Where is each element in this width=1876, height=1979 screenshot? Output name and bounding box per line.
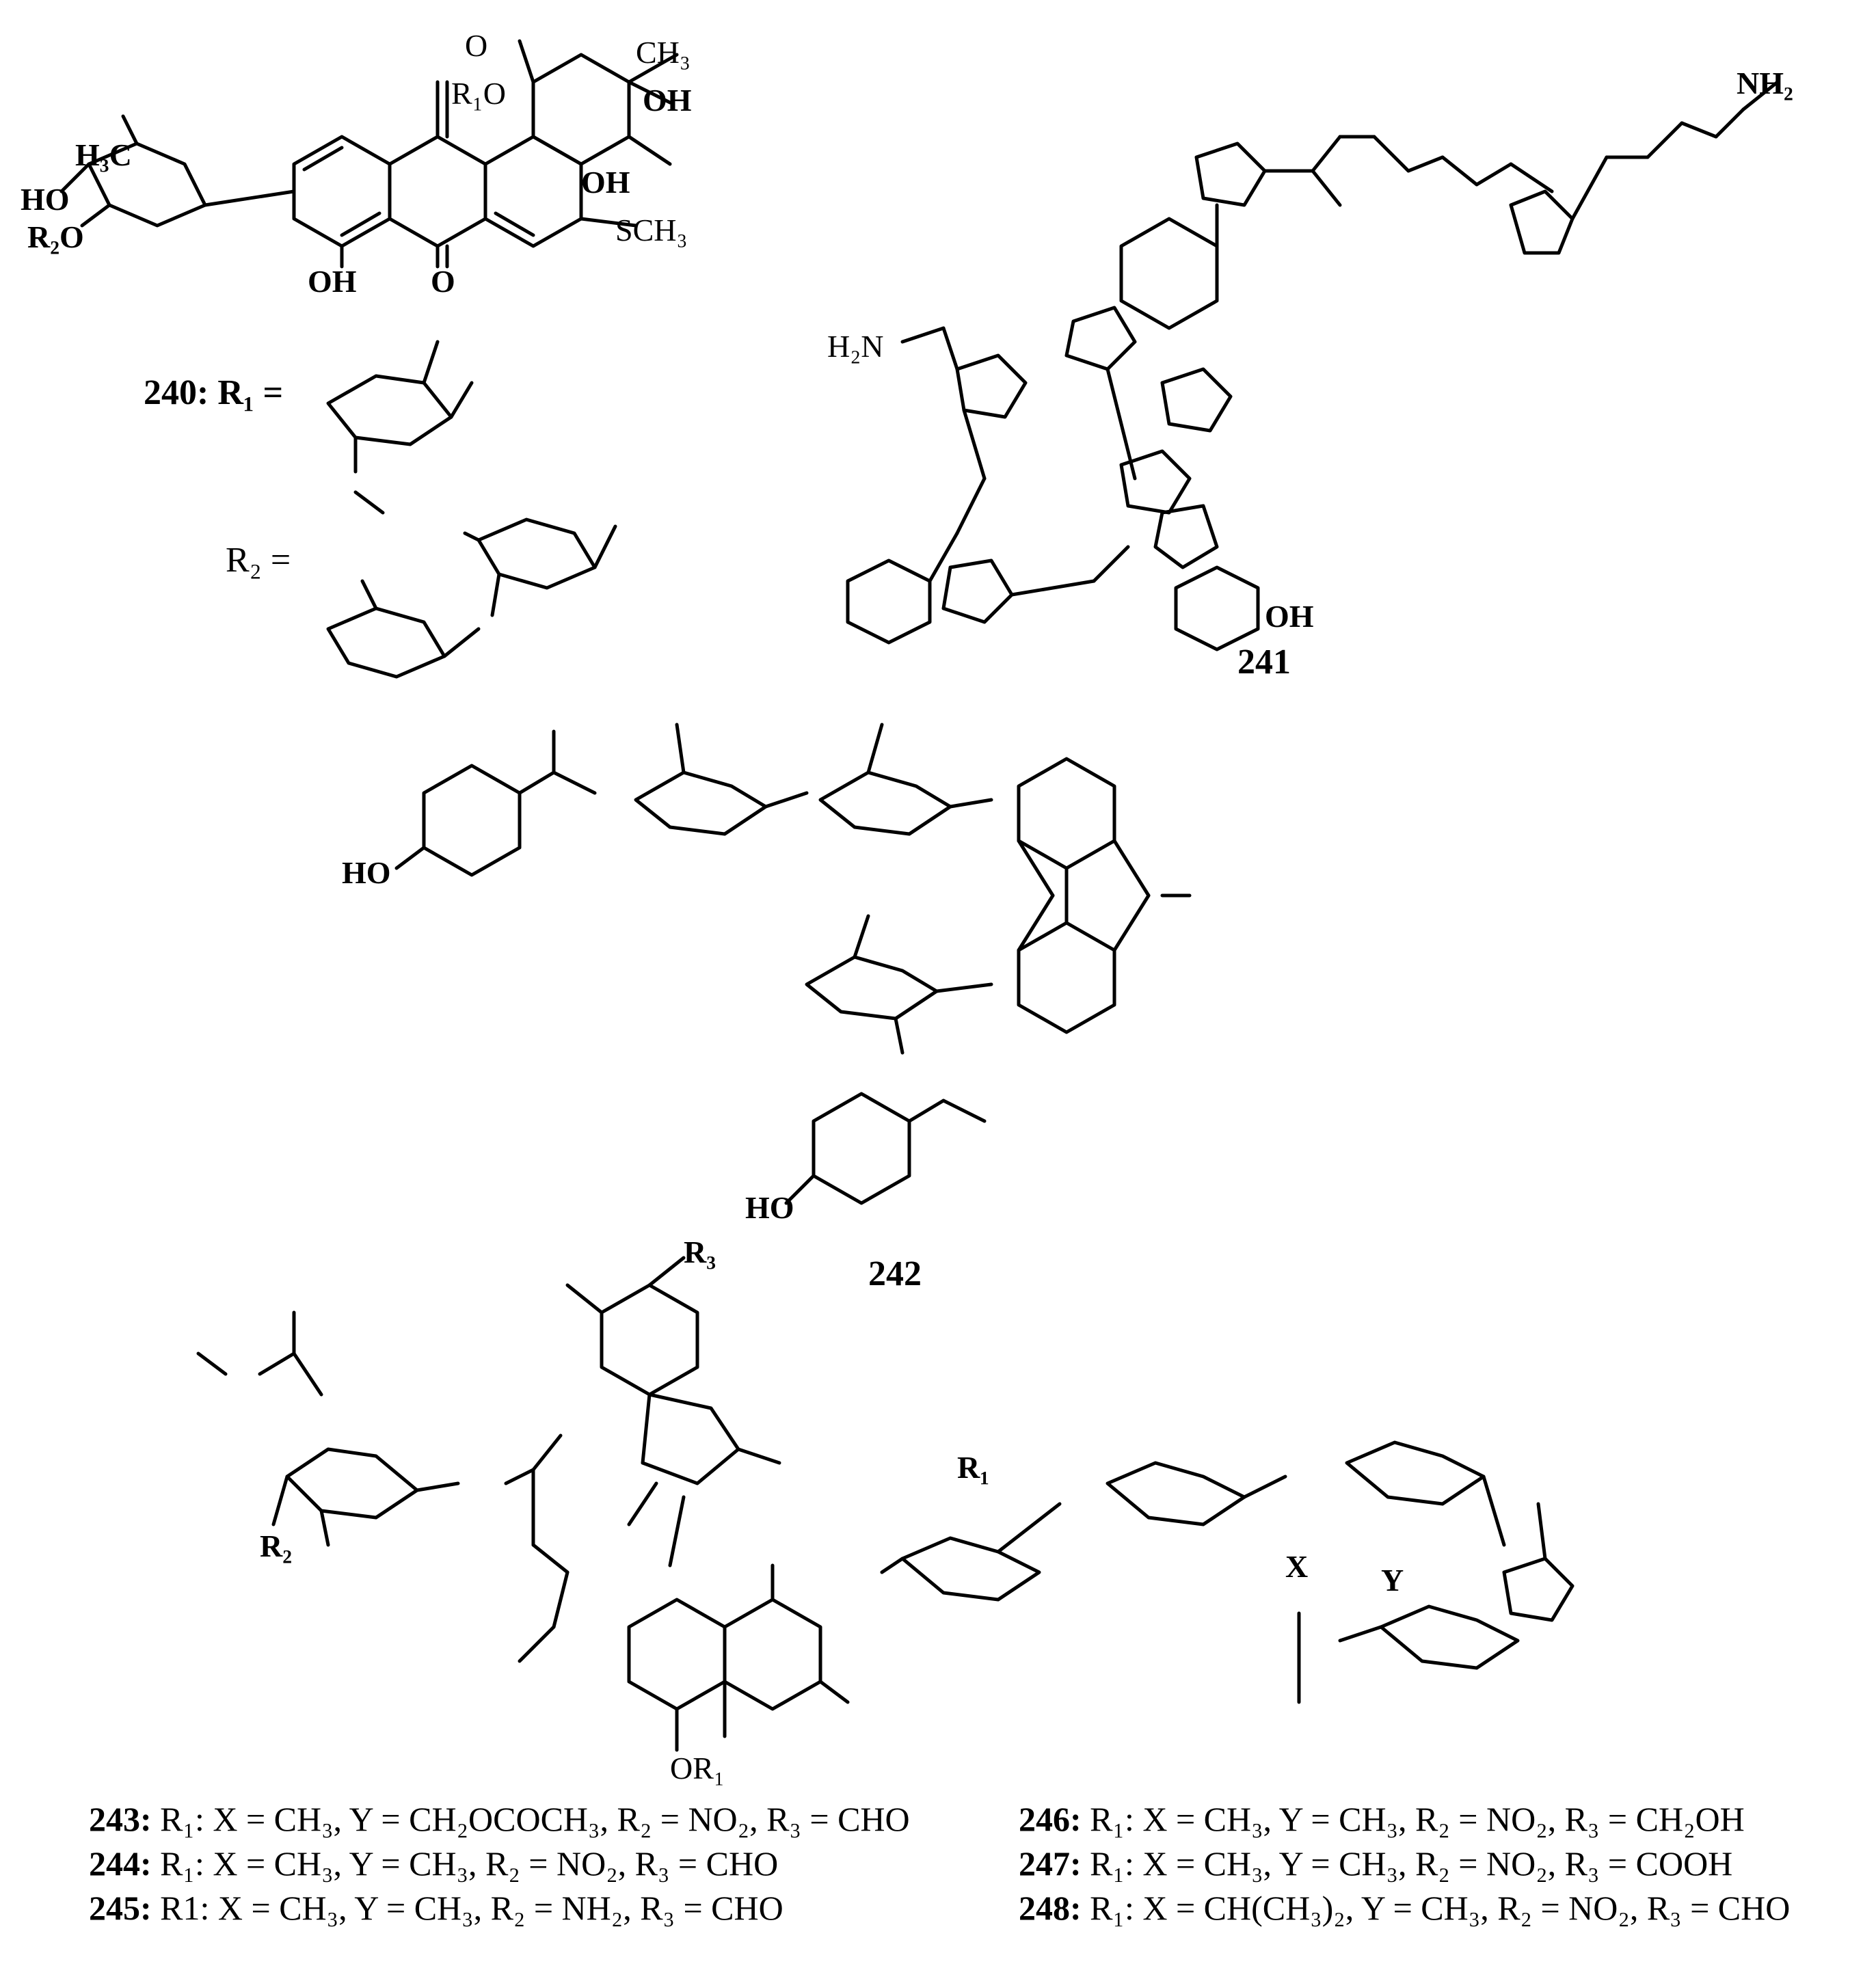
- compound-242-structure: [394, 723, 1192, 1205]
- pyrrolidine-241-top: [1509, 189, 1574, 255]
- glucose-242-2: [818, 770, 952, 836]
- legend-text-248: R₁: X = CH(CH₃)₂, Y = CH₃, R₂ = NO₂, R₃ …: [1081, 1889, 1791, 1927]
- sugar-r1-2: [1106, 1461, 1246, 1526]
- phenyl-241: [846, 558, 932, 645]
- ring-240-b: [388, 135, 487, 248]
- r1-oligosaccharide-structure: [880, 1440, 1574, 1704]
- legend-number-248: 248:: [1019, 1889, 1082, 1927]
- legend-text-246: R₁: X = CH₃, Y = CH₃, R₂ = NO₂, R₃ = CH₂…: [1081, 1800, 1745, 1838]
- xanthone-ring-top: [1017, 757, 1116, 870]
- pyrrolidine-241-bottom: [1153, 504, 1219, 569]
- phenol-241: [1174, 565, 1260, 651]
- sugar-240: [87, 142, 207, 228]
- glucose-242-1: [634, 770, 768, 836]
- phenol-242-bottom: [812, 1092, 911, 1205]
- decalin-243-left: [627, 1598, 727, 1711]
- sugar-240-r1: [326, 374, 453, 446]
- thiazole-241-left: [955, 353, 1028, 419]
- sugar-r1-5: [1502, 1557, 1574, 1622]
- compound-240-structure: [59, 39, 679, 679]
- thiazole-241-top: [1194, 142, 1267, 207]
- legend-text-245: R1: X = CH₃, Y = CH₃, R₂ = NH₂, R₃ = CHO: [151, 1889, 783, 1927]
- phenol-242-top: [422, 764, 522, 877]
- ring-240-c: [483, 135, 583, 248]
- legend-line-246: 246: R₁: X = CH₃, Y = CH₃, R₂ = NO₂, R₃ …: [1019, 1799, 1745, 1839]
- legend-text-244: R₁: X = CH₃, Y = CH₃, R₂ = NO₂, R₃ = CHO: [151, 1844, 779, 1883]
- legend-number-245: 245:: [89, 1889, 152, 1927]
- legend-line-244: 244: R₁: X = CH₃, Y = CH₃, R₂ = NO₂, R₃ …: [89, 1844, 778, 1883]
- legend-text-247: R₁: X = CH₃, Y = CH₃, R₂ = NO₂, R₃ = COO…: [1081, 1844, 1733, 1883]
- legend-number-246: 246:: [1019, 1800, 1082, 1838]
- cyclohexene-243: [600, 1283, 699, 1397]
- compound-241-structure: [846, 80, 1780, 651]
- sugar-240-r2-upper: [477, 517, 597, 590]
- legend-number-247: 247:: [1019, 1844, 1082, 1883]
- legend-line-243: 243: R₁: X = CH₃, Y = CH₂OCOCH₃, R₂ = NO…: [89, 1799, 910, 1839]
- sugar-240-r2-lower: [326, 606, 446, 679]
- sugar-r1-4: [1379, 1604, 1520, 1670]
- thiazoline-241-bottom: [941, 558, 1014, 624]
- legend-number-244: 244:: [89, 1844, 152, 1883]
- compound-241-number: 241: [1237, 643, 1291, 682]
- sugar-r1-1: [900, 1536, 1041, 1602]
- sugar-r1-3: [1345, 1440, 1486, 1506]
- legend-number-243: 243:: [89, 1800, 152, 1838]
- compound-242-number: 242: [868, 1254, 922, 1293]
- legend-text-243: R₁: X = CH₃, Y = CH₂OCOCH₃, R₂ = NO₂, R₃…: [151, 1800, 910, 1838]
- legend-line-248: 248: R₁: X = CH(CH₃)₂, Y = CH₃, R₂ = NO₂…: [1019, 1888, 1790, 1928]
- thiazole-241-right-2: [1119, 449, 1192, 515]
- compound-243-core-structure: [196, 1256, 850, 1752]
- oxazole-241: [1064, 306, 1137, 371]
- decalin-243-right: [723, 1598, 822, 1711]
- ring-240-d: [531, 53, 631, 166]
- ring-240-a: [292, 135, 392, 248]
- pyridine-241: [1119, 217, 1219, 330]
- sugar-243-nitro: [285, 1447, 419, 1520]
- thiazole-241-right-1: [1160, 367, 1233, 433]
- glucose-242-3: [805, 955, 939, 1021]
- legend-line-247: 247: R₁: X = CH₃, Y = CH₃, R₂ = NO₂, R₃ …: [1019, 1844, 1732, 1883]
- legend-line-245: 245: R1: X = CH₃, Y = CH₃, R₂ = NH₂, R₃ …: [89, 1888, 783, 1928]
- tetronate-ring-243: [641, 1392, 740, 1485]
- xanthone-ring-bottom: [1017, 921, 1116, 1034]
